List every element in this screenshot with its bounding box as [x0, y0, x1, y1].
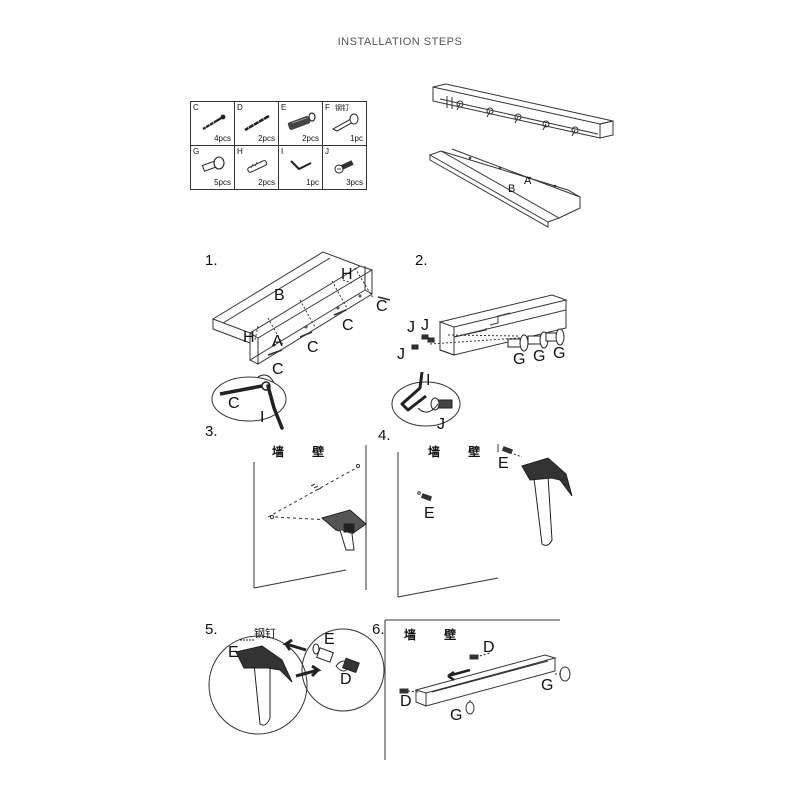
label-b: B — [274, 287, 285, 304]
wall-label: 墙 壁 — [272, 445, 337, 459]
label-j: J — [421, 317, 429, 334]
arrow-icon — [282, 638, 322, 678]
step4-wall-hammer-illustration — [397, 444, 573, 598]
label-j: J — [407, 319, 415, 336]
part-qty: 4pcs — [214, 134, 231, 143]
hammer-icon — [235, 645, 293, 726]
part-letter: J — [325, 147, 329, 156]
hex-key-icon — [290, 160, 312, 170]
label-a: A — [272, 333, 283, 350]
part-qty: 2pcs — [258, 178, 275, 187]
label-g: G — [513, 351, 526, 368]
parts-table: C 4pcs D 2pcs E — [190, 101, 367, 190]
label-h-top: H — [341, 266, 353, 283]
part-cell: G 5pcs — [190, 145, 235, 190]
part-cell: J 3pcs — [322, 145, 367, 190]
arrow-icon — [447, 668, 471, 682]
step2-pegs-illustration — [411, 294, 568, 356]
label-panel-a: A — [524, 175, 532, 187]
label-zoom-i: I — [260, 409, 265, 426]
step-number: 1. — [205, 252, 218, 269]
label-g: G — [541, 677, 554, 694]
dowel-icon — [247, 160, 268, 173]
step-number: 5. — [205, 621, 218, 638]
step-number: 4. — [378, 427, 391, 444]
label-d: D — [483, 639, 495, 656]
label-e: E — [324, 631, 335, 648]
part-qty: 1pc — [306, 178, 319, 187]
part-letter: E — [281, 103, 287, 112]
wall-label: 墙 壁 — [428, 445, 493, 459]
part-letter: G — [193, 147, 200, 156]
label-g: G — [450, 707, 463, 724]
step1-assembly-illustration — [211, 251, 391, 365]
long-screw-icon — [244, 114, 270, 132]
drill-icon — [320, 509, 367, 551]
label-c: C — [342, 317, 354, 334]
step-number: 6. — [372, 621, 385, 638]
wall-anchor-icon — [287, 112, 316, 130]
label-e: E — [424, 505, 435, 522]
steel-nail-label: 钢钉 — [254, 627, 276, 640]
label-c: C — [376, 298, 388, 315]
peg-row — [456, 100, 579, 137]
step1-zoom-detail — [211, 374, 287, 430]
step-number: 2. — [415, 252, 428, 269]
label-c: C — [307, 339, 319, 356]
step2-zoom-detail — [391, 371, 461, 427]
peg-hook-icon — [201, 156, 225, 172]
hook-screw-icon — [334, 160, 354, 174]
part-sublabel: 钢钉 — [335, 105, 349, 112]
hammer-icon — [521, 457, 573, 546]
label-panel-b: B — [508, 183, 516, 195]
panel-parts-illustration — [428, 148, 581, 228]
part-cell: H 2pcs — [234, 145, 279, 190]
part-letter: I — [281, 147, 284, 156]
steel-nail-icon — [331, 113, 359, 132]
step3-wall-drill-illustration — [253, 445, 367, 590]
part-letter: F — [325, 103, 330, 112]
part-letter: C — [193, 103, 199, 112]
part-letter: D — [237, 103, 243, 112]
label-zoom-j: J — [437, 416, 445, 433]
wall-label: 墙 壁 — [404, 628, 469, 642]
part-qty: 2pcs — [302, 134, 319, 143]
label-d: D — [340, 671, 352, 688]
step-number: 3. — [205, 423, 218, 440]
label-c: C — [272, 361, 284, 378]
assembled-shelf-illustration — [432, 83, 614, 139]
label-zoom-c: C — [228, 395, 240, 412]
label-g: G — [533, 348, 546, 365]
part-qty: 2pcs — [258, 134, 275, 143]
label-zoom-i: I — [426, 372, 431, 389]
part-cell: F 钢钉 1pc — [322, 101, 367, 146]
label-e: E — [228, 644, 239, 661]
part-letter: H — [237, 147, 243, 156]
part-qty: 3pcs — [346, 178, 363, 187]
label-d: D — [400, 693, 412, 710]
step6-mount-illustration — [384, 619, 571, 760]
label-j: J — [397, 346, 405, 363]
part-cell: C 4pcs — [190, 101, 235, 146]
page-title: INSTALLATION STEPS — [337, 36, 463, 48]
part-qty: 5pcs — [214, 178, 231, 187]
part-qty: 1pc — [350, 134, 363, 143]
step5-zoom-illustration — [208, 628, 385, 735]
label-h-left: H — [243, 329, 255, 346]
label-g: G — [553, 345, 566, 362]
anchor-e-top — [501, 446, 523, 458]
anchor-e-mid — [417, 491, 433, 502]
label-e: E — [498, 455, 509, 472]
screw-icon — [202, 114, 226, 131]
